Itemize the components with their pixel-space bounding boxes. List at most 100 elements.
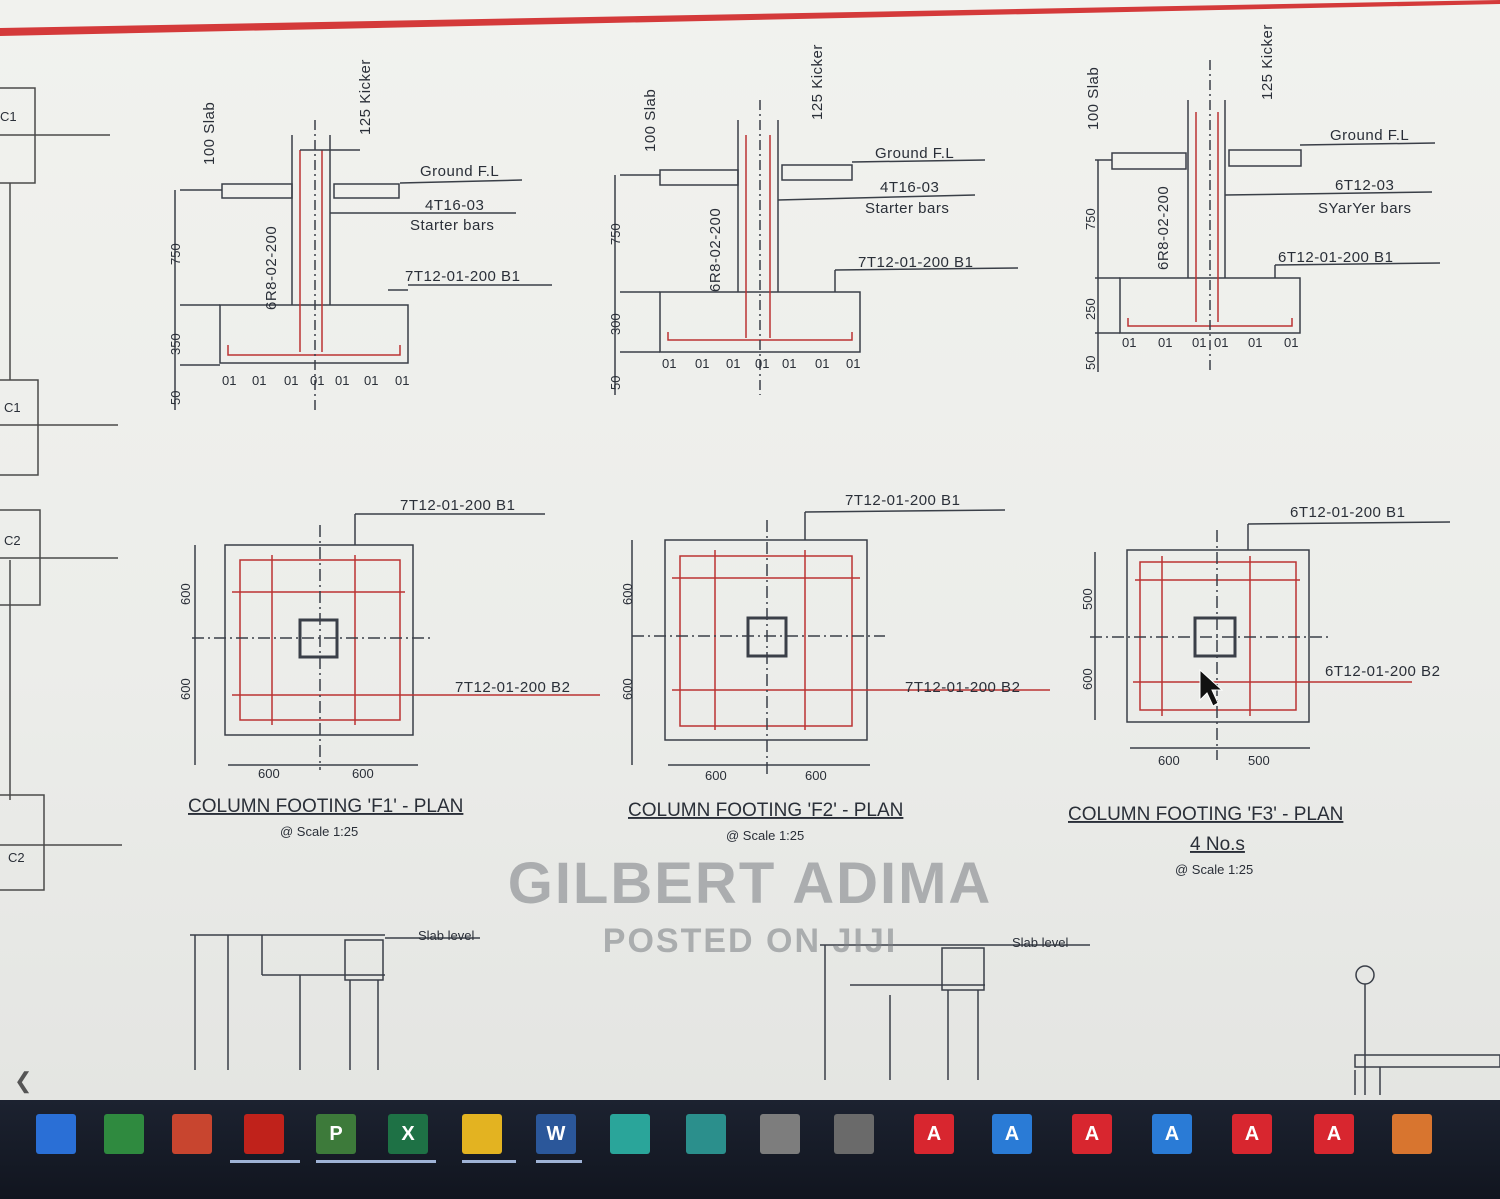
stirrup-spec: 6R8-02-200: [707, 208, 724, 292]
chrome-icon[interactable]: [462, 1114, 502, 1154]
plan-top-bars: 6T12-01-200 B1: [1290, 504, 1405, 521]
plan-dim-h1: 600: [1158, 753, 1180, 768]
window-red-border: [0, 0, 1500, 36]
footing-plan-3: [1090, 521, 1451, 760]
acrobat-icon[interactable]: [244, 1114, 284, 1154]
plan-dim-v2: 600: [178, 678, 193, 700]
cad-viewport[interactable]: C1 C1 C2 C2 100 Slab 125 Kicker Gr: [0, 0, 1500, 1100]
svg-text:01: 01: [1214, 335, 1228, 350]
svg-text:01: 01: [782, 356, 796, 371]
dim-depth: 300: [608, 313, 623, 335]
bar-marks: 01 01 01 01 01 01: [1122, 335, 1298, 350]
plan-dim-h1: 600: [705, 768, 727, 783]
svg-text:01: 01: [1158, 335, 1172, 350]
dim-height: 750: [1083, 208, 1098, 230]
svg-text:01: 01: [335, 373, 349, 388]
svg-text:01: 01: [695, 356, 709, 371]
footing-plan-1: [192, 513, 600, 770]
starter-bars-label: SYarYer bars: [1318, 200, 1412, 217]
autocad-icon[interactable]: A: [914, 1114, 954, 1154]
plan-top-bars: 7T12-01-200 B1: [845, 492, 960, 509]
project-icon[interactable]: P: [316, 1114, 356, 1154]
bottom-bars-spec: 7T12-01-200 B1: [858, 254, 973, 271]
svg-text:01: 01: [846, 356, 860, 371]
starter-bars-spec: 4T16-03: [425, 197, 484, 214]
plan-scale: @ Scale 1:25: [280, 824, 358, 839]
svg-text:01: 01: [1122, 335, 1136, 350]
arch-icon-2[interactable]: [834, 1114, 874, 1154]
svg-text:01: 01: [252, 373, 266, 388]
plan-top-bars: 7T12-01-200 B1: [400, 497, 515, 514]
taskbar-active-indicator: [536, 1160, 582, 1163]
pdf-tool-icon[interactable]: [172, 1114, 212, 1154]
svg-text:01: 01: [1248, 335, 1262, 350]
starter-bars-label: Starter bars: [865, 200, 949, 217]
starter-bars-label: Starter bars: [410, 217, 494, 234]
dim-height: 750: [168, 243, 183, 265]
plan-title: COLUMN FOOTING 'F1' - PLAN: [188, 796, 463, 817]
calculator-icon[interactable]: [104, 1114, 144, 1154]
lower-note: Slab level: [418, 928, 474, 943]
plan-dim-v1: 500: [1080, 588, 1095, 610]
footing-plan-2: [631, 509, 1050, 775]
dim-blinding: 50: [608, 376, 623, 390]
column-tag: C2: [8, 850, 25, 865]
lower-partial-details: [190, 934, 1500, 1095]
left-column-strip: [0, 87, 122, 891]
tool-icon[interactable]: [1392, 1114, 1432, 1154]
autocad-lt-icon-2[interactable]: A: [1152, 1114, 1192, 1154]
slab-label: 100 Slab: [201, 102, 218, 165]
bar-marks: 01 01 01 01 01 01 01: [222, 373, 409, 388]
bluetooth-icon[interactable]: [36, 1114, 76, 1154]
sketch-icon[interactable]: [686, 1114, 726, 1154]
plan-dim-v1: 600: [178, 583, 193, 605]
stirrup-spec: 6R8-02-200: [1155, 186, 1172, 270]
column-tag: C1: [0, 109, 17, 124]
plan-scale: @ Scale 1:25: [1175, 862, 1253, 877]
dim-height: 750: [608, 223, 623, 245]
column-tag: C2: [4, 533, 21, 548]
autocad-icon-3[interactable]: A: [1232, 1114, 1272, 1154]
dim-blinding: 50: [168, 391, 183, 405]
plan-dim-v2: 600: [1080, 668, 1095, 690]
lower-note: Slab level: [1012, 935, 1068, 950]
taskbar-active-indicator: [230, 1160, 300, 1163]
dim-blinding: 50: [1083, 356, 1098, 370]
svg-text:01: 01: [310, 373, 324, 388]
svg-text:01: 01: [1284, 335, 1298, 350]
svg-text:01: 01: [662, 356, 676, 371]
plan-quantity: 4 No.s: [1190, 834, 1245, 855]
footing-section-3: [1095, 60, 1441, 372]
excel-icon[interactable]: X: [388, 1114, 428, 1154]
kicker-label: 125 Kicker: [1259, 24, 1276, 100]
dim-depth: 250: [1083, 298, 1098, 320]
drawing-sheet: C1 C1 C2 C2 100 Slab 125 Kicker Gr: [0, 24, 1500, 1095]
svg-text:01: 01: [222, 373, 236, 388]
svg-text:01: 01: [1192, 335, 1206, 350]
word-icon[interactable]: W: [536, 1114, 576, 1154]
plan-bottom-bars: 6T12-01-200 B2: [1325, 663, 1440, 680]
plan-title: COLUMN FOOTING 'F3' - PLAN: [1068, 804, 1343, 825]
app-icon[interactable]: [610, 1114, 650, 1154]
plan-bottom-bars: 7T12-01-200 B2: [455, 679, 570, 696]
ground-level-label: Ground F.L: [875, 145, 954, 162]
plan-dim-h2: 500: [1248, 753, 1270, 768]
stirrup-spec: 6R8-02-200: [263, 226, 280, 310]
plan-dim-h2: 600: [352, 766, 374, 781]
autocad-icon-4[interactable]: A: [1314, 1114, 1354, 1154]
plan-scale: @ Scale 1:25: [726, 828, 804, 843]
autocad-icon-2[interactable]: A: [1072, 1114, 1112, 1154]
plan-dim-v2: 600: [620, 678, 635, 700]
bottom-bars-spec: 7T12-01-200 B1: [405, 268, 520, 285]
scroll-left-arrow-icon[interactable]: ❮: [14, 1068, 33, 1093]
starter-bars-spec: 4T16-03: [880, 179, 939, 196]
ground-level-label: Ground F.L: [420, 163, 499, 180]
plan-dim-v1: 600: [620, 583, 635, 605]
kicker-label: 125 Kicker: [357, 59, 374, 135]
dim-depth: 350: [168, 333, 183, 355]
svg-text:01: 01: [284, 373, 298, 388]
arch-icon[interactable]: [760, 1114, 800, 1154]
svg-text:01: 01: [726, 356, 740, 371]
autocad-lt-icon[interactable]: A: [992, 1114, 1032, 1154]
footing-section-2: [614, 100, 1019, 395]
